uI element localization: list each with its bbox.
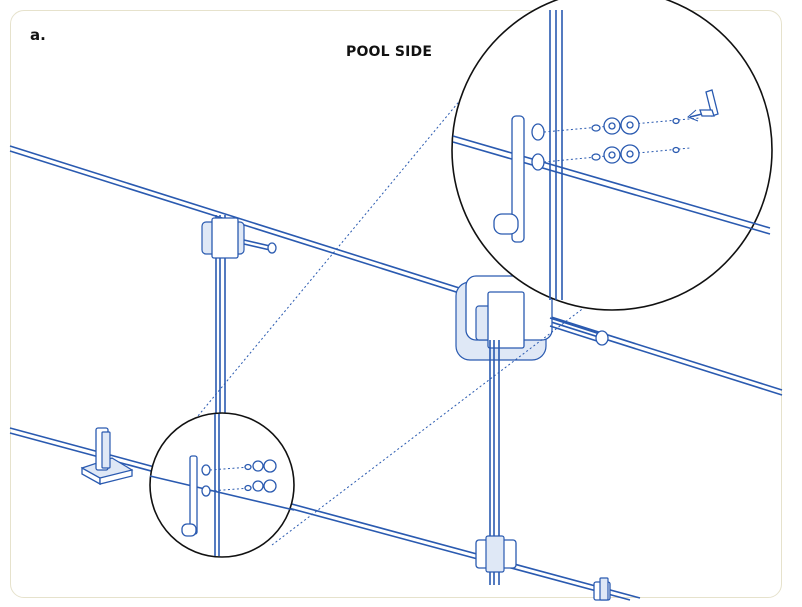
large-detail-callout	[451, 0, 773, 311]
center-latch	[455, 275, 609, 361]
glass-spigot-base	[80, 427, 134, 486]
center-post	[475, 340, 517, 585]
pool-side-label: POOL SIDE	[346, 44, 433, 60]
bottom-right-hinge	[593, 577, 611, 601]
panel-label: a.	[30, 26, 46, 44]
small-detail-callout	[149, 412, 295, 558]
top-glass-edge	[9, 145, 783, 396]
left-hinge	[201, 217, 277, 259]
callout-leader-lines	[177, 97, 603, 546]
